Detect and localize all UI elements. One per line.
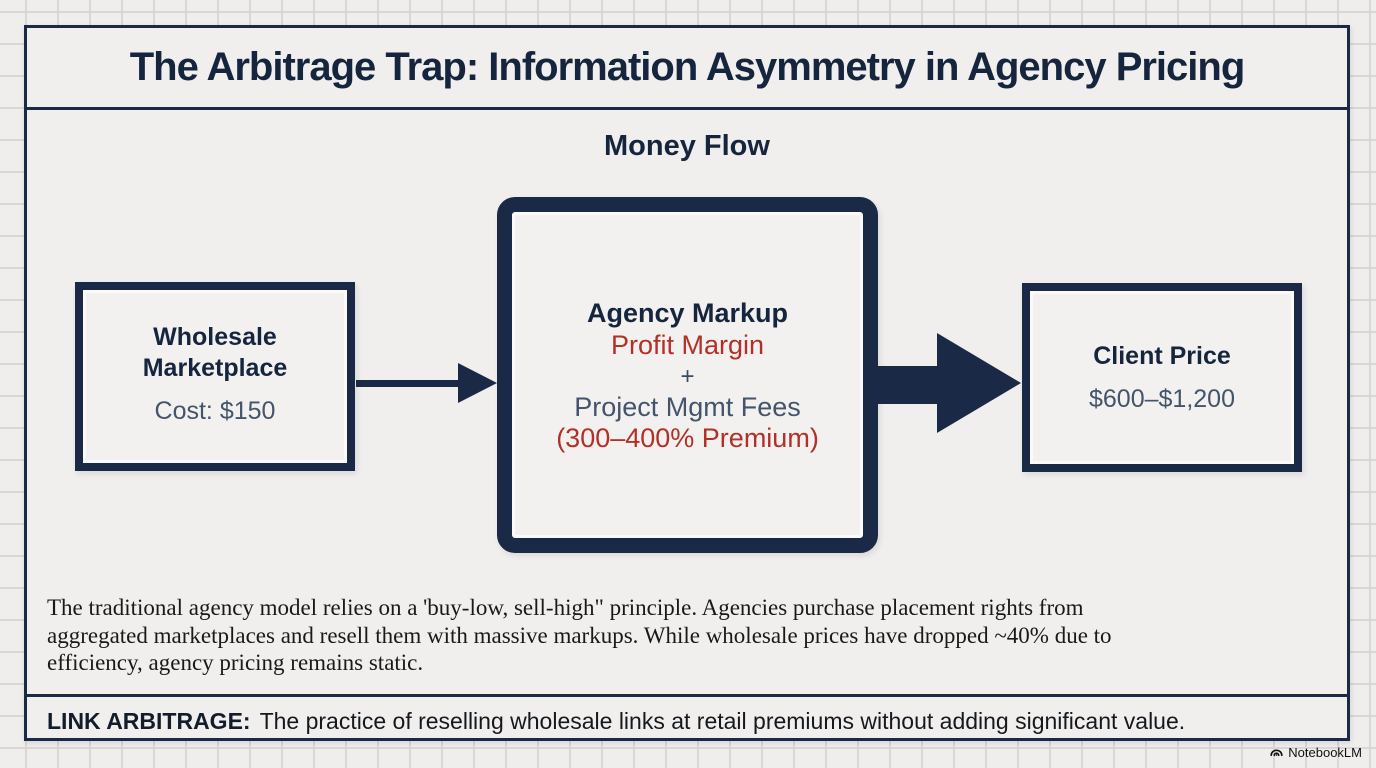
flow-arrow-2-head [937,333,1021,433]
definition-divider [27,694,1347,697]
definition-text: The practice of reselling wholesale link… [259,708,1186,734]
client-price: $600–$1,200 [1089,385,1235,413]
description-line: aggregated marketplaces and resell them … [47,622,1112,648]
flow-arrow-2-shaft [878,366,940,404]
title-bar: The Arbitrage Trap: Information Asymmetr… [27,28,1347,110]
agency-plus-sign: + [680,362,695,390]
main-frame: The Arbitrage Trap: Information Asymmetr… [24,25,1350,741]
diagram-heading: Money Flow [604,130,770,162]
notebooklm-label: NotebookLM [1288,745,1362,760]
agency-title: Agency Markup [586,297,789,328]
agency-premium: (300–400% Premium) [556,422,819,453]
description-line: The traditional agency model relies on a… [47,595,1084,620]
wholesale-marketplace-box: Wholesale Marketplace Cost: $150 [75,282,355,471]
wholesale-cost: Cost: $150 [154,396,276,425]
client-title: Client Price [1093,342,1231,370]
wholesale-title-line2: Marketplace [142,353,288,382]
client-price-box: Client Price $600–$1,200 [1022,283,1302,472]
page-title: The Arbitrage Trap: Information Asymmetr… [129,45,1246,89]
flow-arrow-1-shaft [356,380,459,387]
agency-profit-margin: Profit Margin [610,329,765,360]
notebooklm-icon [1269,745,1284,760]
flow-arrow-1-head [458,363,497,403]
wholesale-title-line1: Wholesale [153,322,277,351]
agency-markup-box: Agency Markup Profit Margin + Project Mg… [497,197,878,553]
notebooklm-brand: NotebookLM [1269,745,1362,760]
definition-term: LINK ARBITRAGE: [47,708,251,734]
description-text: The traditional agency model relies on a… [47,594,1112,677]
description-line: efficiency, agency pricing remains stati… [47,650,424,675]
definition-bar: LINK ARBITRAGE: The practice of reselling… [47,708,1185,735]
agency-fees: Project Mgmt Fees [574,391,801,422]
